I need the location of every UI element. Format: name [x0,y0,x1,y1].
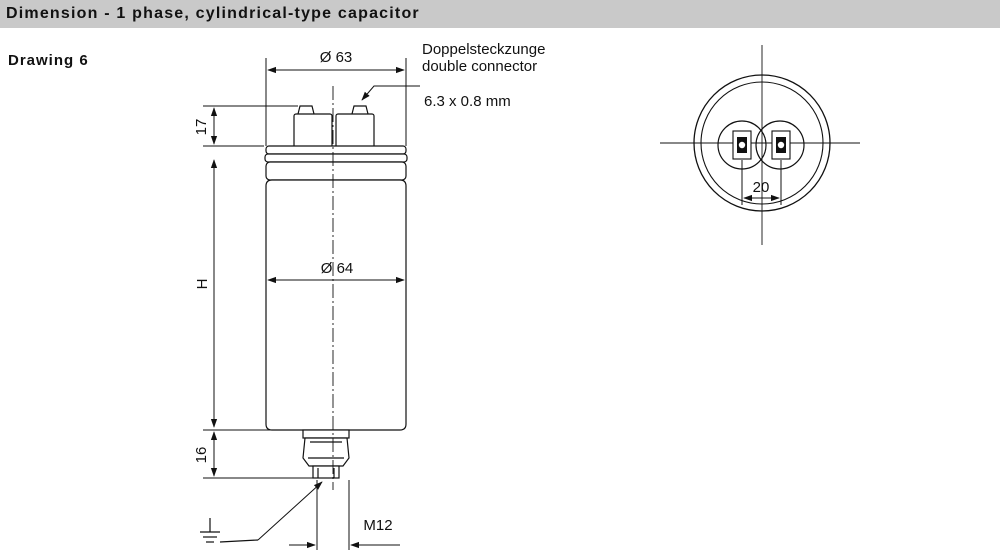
stud-collar [302,429,350,439]
cap-ring-bottom [265,161,407,181]
label-terminal-height: 17 [193,119,210,136]
outer-ring [693,74,831,212]
capacitor-side-view [264,105,408,479]
cap-ring-mid [264,153,408,163]
label-top-diameter: Ø 63 [320,49,353,66]
label-pin-spacing: 20 [753,179,770,196]
ground-symbol-icon [200,518,259,543]
page-title: Dimension - 1 phase, cylindrical-type ca… [6,5,420,22]
stud-nut [302,437,350,467]
stud-thread [312,465,340,479]
terminal-left [293,113,333,149]
terminal-circle-right [755,120,805,170]
label-stud-height: 16 [193,447,210,464]
header-bar: Dimension - 1 phase, cylindrical-type ca… [0,0,1000,28]
connector-leader [361,85,420,101]
label-body-diameter: Ø 64 [321,260,354,277]
ground-leader [257,481,323,541]
label-thread: M12 [363,517,392,534]
terminal-tab-right [351,105,369,115]
label-body-height: H [194,279,211,290]
terminal-right [335,113,375,149]
label-connector-de: Doppelsteckzunge [422,41,545,58]
pin-left-icon [732,130,752,160]
capacitor-body [265,179,407,431]
capacitor-top-view [660,45,860,245]
drawing-label: Drawing 6 [8,52,89,69]
inner-ring [700,81,824,205]
label-connector-en: double connector [422,58,537,75]
terminal-tab-left [297,105,315,115]
label-connector-size: 6.3 x 0.8 mm [424,93,511,110]
pin-right-icon [771,130,791,160]
cap-ring-top [265,145,407,155]
